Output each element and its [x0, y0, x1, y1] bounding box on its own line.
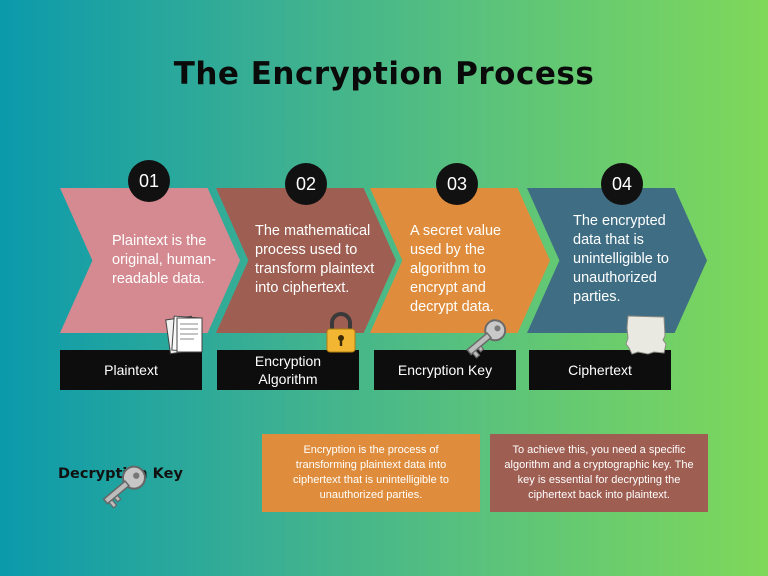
- step-1-label: Plaintext: [60, 350, 202, 390]
- step-2-label: Encryption Algorithm: [217, 350, 359, 390]
- key-note: To achieve this, you need a specific alg…: [490, 434, 708, 512]
- step-1-number: 01: [128, 160, 170, 202]
- key-icon: [466, 319, 507, 359]
- paper-stack-icon: [165, 315, 203, 355]
- decryption-key-label: Decryption Key: [58, 466, 183, 482]
- step-4-text: The encrypted data that is unintelligibl…: [573, 213, 669, 305]
- step-3-label: Encryption Key: [374, 350, 516, 390]
- step-3-number: 03: [436, 163, 478, 205]
- step-4-label: Ciphertext: [529, 350, 671, 390]
- step-4-number: 04: [601, 163, 643, 205]
- encryption-note: Encryption is the process of transformin…: [262, 434, 480, 512]
- step-2-number: 02: [285, 163, 327, 205]
- key-icon: [102, 465, 146, 509]
- step-1-text: Plaintext is the original, human-readabl…: [112, 233, 216, 287]
- page-title: The Encryption Process: [173, 56, 595, 92]
- step-3-text: A secret value used by the algorithm to …: [410, 223, 502, 315]
- step-2-text: The mathematical process used to transfo…: [255, 223, 375, 296]
- torn-paper-icon: [625, 315, 667, 355]
- padlock-icon: [326, 312, 356, 353]
